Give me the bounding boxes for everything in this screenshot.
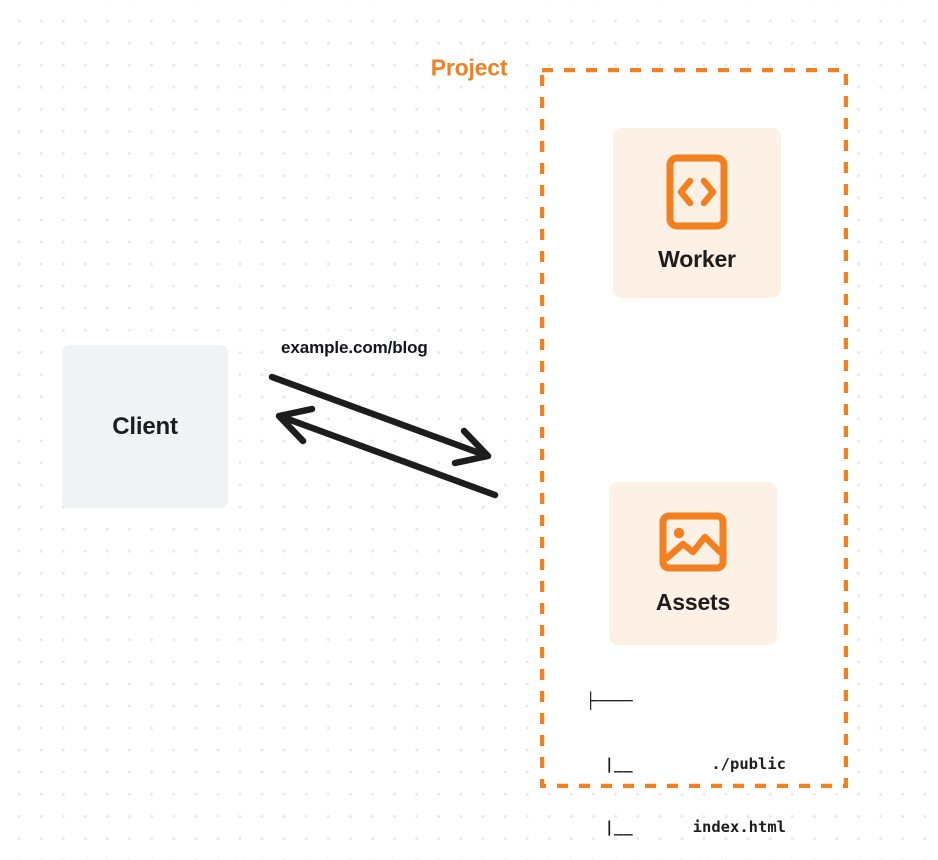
tree-branch-glyph: ├──── <box>586 692 633 710</box>
file-tree-row: |__ blog.html <box>586 817 786 838</box>
worker-label: Worker <box>658 245 736 272</box>
file-tree-row: |__ index.html <box>586 754 786 836</box>
tree-item-name: ./public <box>711 755 786 773</box>
client-node[interactable]: Client <box>62 345 228 508</box>
tree-branch-glyph: |__ <box>586 818 633 836</box>
arrow-to-client-icon <box>275 405 499 499</box>
assets-label: Assets <box>655 589 731 615</box>
arrow-to-project-icon <box>268 373 492 467</box>
request-url-label: example.com/blog <box>281 338 428 357</box>
assets-node[interactable]: Assets <box>609 482 777 645</box>
tree-item-name: index.html <box>692 818 786 836</box>
project-title: Project <box>423 54 515 82</box>
client-label: Client <box>112 412 178 440</box>
code-brackets-icon <box>666 154 728 229</box>
tree-branch-glyph: |__ <box>586 755 633 773</box>
image-icon <box>659 512 727 572</box>
file-tree-row: ├──── ./public <box>586 691 786 773</box>
client-project-connector <box>268 373 499 499</box>
worker-node[interactable]: Worker <box>613 128 781 298</box>
assets-file-tree: ├──── ./public |__ index.html |__ blog.h… <box>586 649 786 860</box>
